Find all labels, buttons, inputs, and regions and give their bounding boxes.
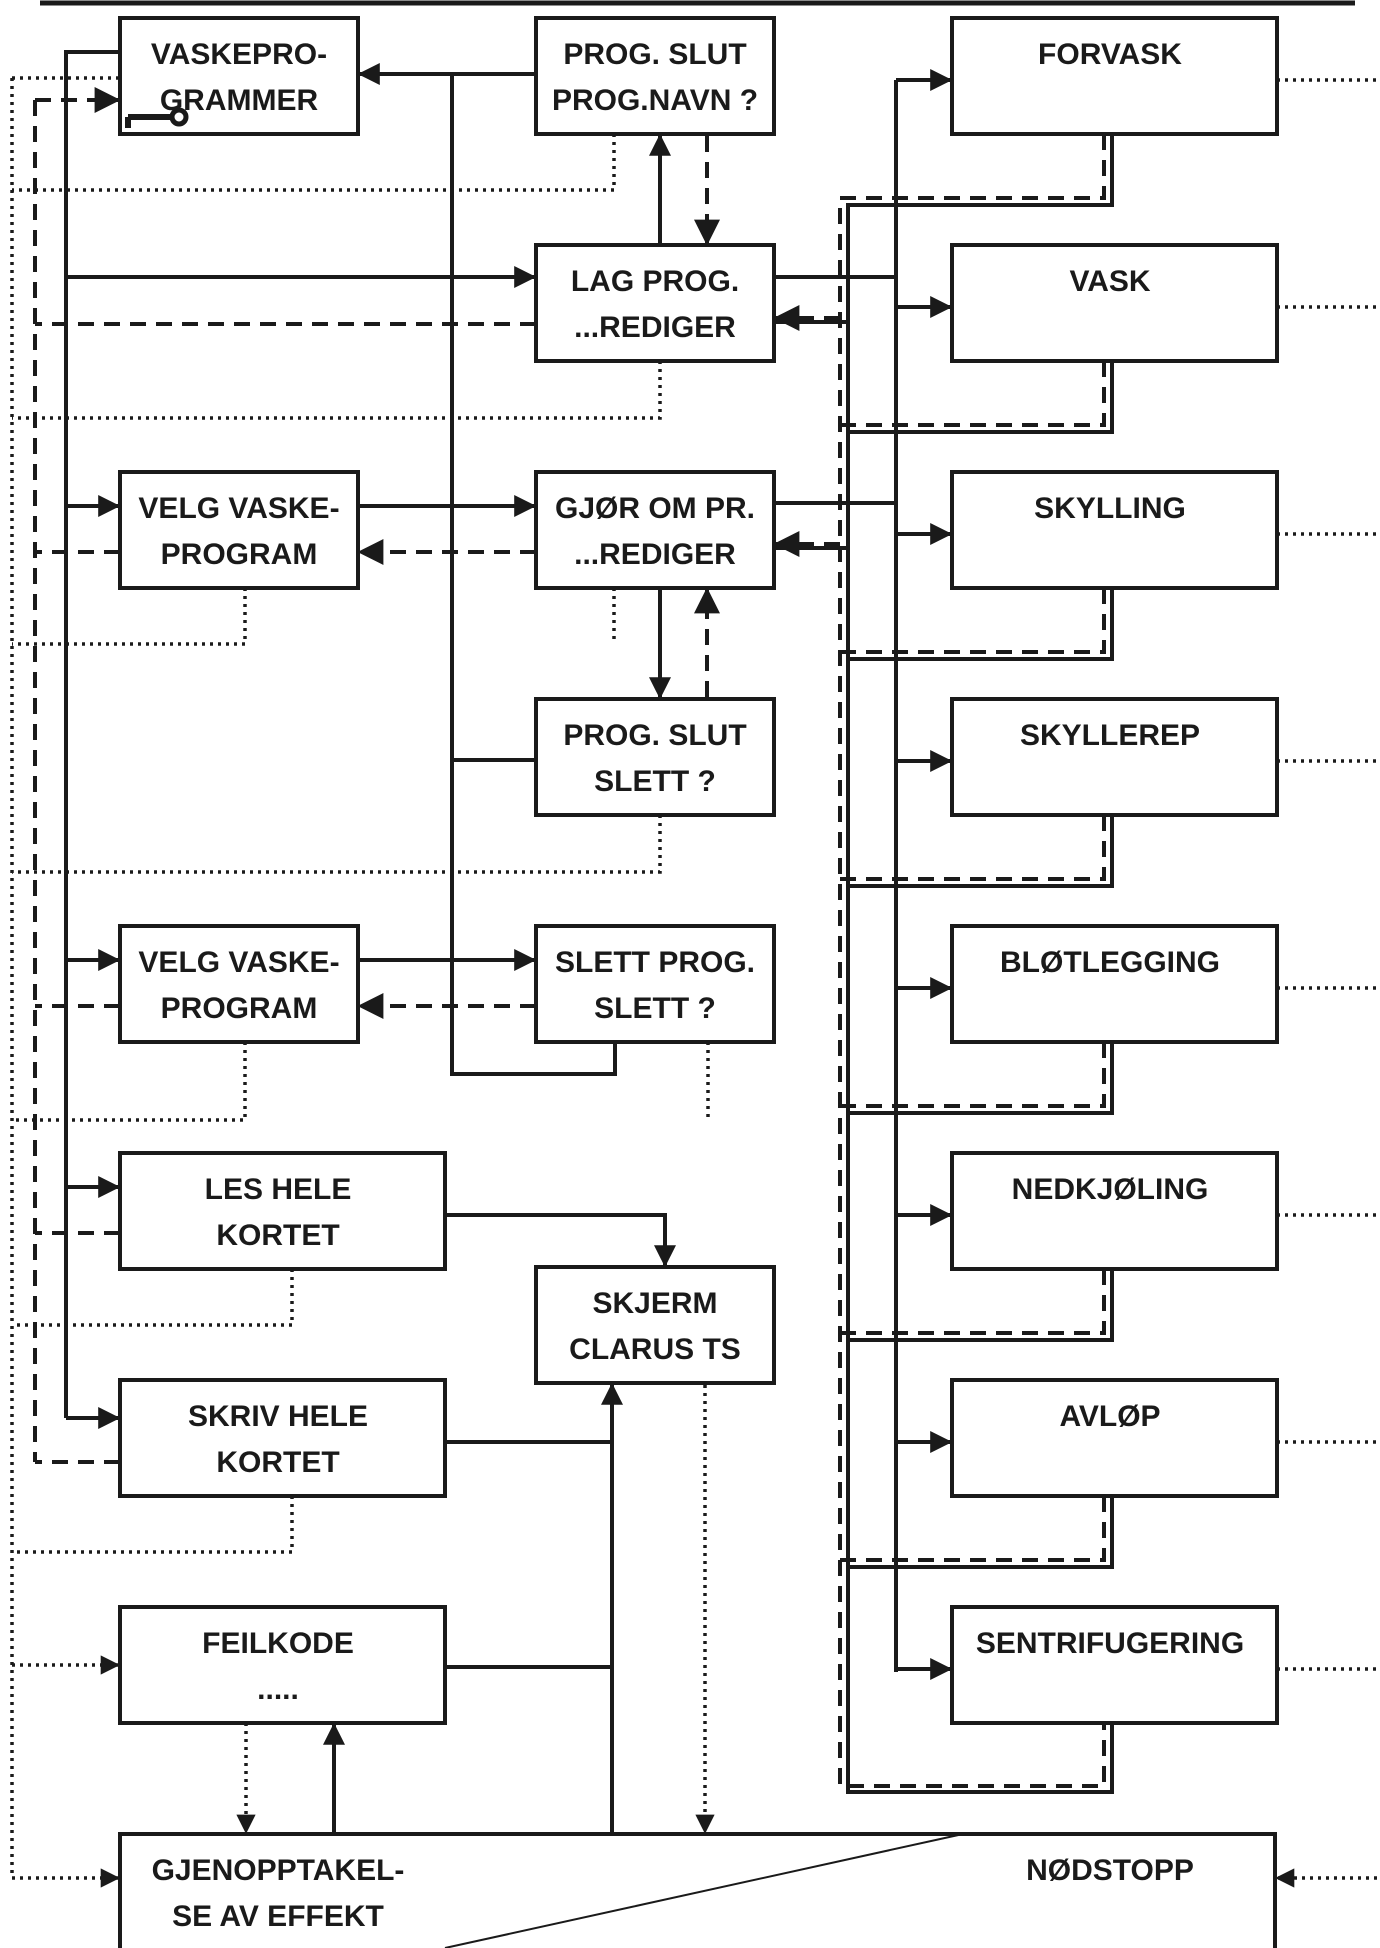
- box-les-hele-kortet: LES HELE KORTET: [118, 1151, 447, 1271]
- box-sentrifugering: SENTRIFUGERING: [950, 1605, 1279, 1725]
- box-forvask: FORVASK: [950, 16, 1279, 136]
- solid-connectors: [64, 50, 1114, 1834]
- box-velg-vaskeprogram-1: VELG VASKE- PROGRAM: [118, 470, 360, 590]
- box-label: AVLØP: [1059, 1400, 1160, 1433]
- box-label: NEDKJØLING: [1012, 1173, 1209, 1206]
- box-gjor-om: GJØR OM PR. ...REDIGER: [534, 470, 776, 590]
- box-label-line2: SLETT ?: [594, 992, 716, 1025]
- box-label-line2: ...REDIGER: [574, 311, 736, 344]
- box-label-line2: SE AV EFFEKT: [172, 1900, 384, 1933]
- box-label-line1: GJENOPPTAKEL-: [152, 1854, 405, 1887]
- dashed-connectors: [33, 87, 1106, 1788]
- box-label-line2: ...REDIGER: [574, 538, 736, 571]
- box-lag-prog: LAG PROG. ...REDIGER: [534, 243, 776, 363]
- box-label-line2: PROGRAM: [161, 538, 318, 571]
- box-label: FORVASK: [1038, 38, 1182, 71]
- box-label-line2: CLARUS TS: [569, 1333, 741, 1366]
- box-skriv-hele-kortet: SKRIV HELE KORTET: [118, 1378, 447, 1498]
- box-label-line1: VELG VASKE-: [138, 946, 339, 979]
- box-vask: VASK: [950, 243, 1279, 363]
- box-skyllerep: SKYLLEREP: [950, 697, 1279, 817]
- box-label-line1: SKJERM: [592, 1287, 717, 1320]
- box-label-line1: PROG. SLUT: [563, 719, 746, 752]
- box-label-line1: FEILKODE: [202, 1627, 354, 1660]
- box-label: SKYLLEREP: [1020, 719, 1200, 752]
- box-vaskeprogrammer: VASKEPRO- GRAMMER: [118, 16, 360, 136]
- box-label-line2: .....: [257, 1673, 299, 1706]
- box-label-line2: SLETT ?: [594, 765, 716, 798]
- box-prog-slut-slett: PROG. SLUT SLETT ?: [534, 697, 776, 817]
- box-label-line2: PROGRAM: [161, 992, 318, 1025]
- box-velg-vaskeprogram-2: VELG VASKE- PROGRAM: [118, 924, 360, 1044]
- key-icon: [125, 107, 189, 128]
- box-skylling: SKYLLING: [950, 470, 1279, 590]
- box-feilkode: FEILKODE .....: [118, 1605, 447, 1725]
- box-avlop: AVLØP: [950, 1378, 1279, 1498]
- dotted-connectors: [10, 76, 1377, 1888]
- box-skjerm-clarus: SKJERM CLARUS TS: [534, 1265, 776, 1385]
- box-label-line2: KORTET: [216, 1446, 339, 1479]
- box-label-line1: PROG. SLUT: [563, 38, 746, 71]
- box-label: VASK: [1069, 265, 1150, 298]
- box-label: SENTRIFUGERING: [976, 1627, 1244, 1660]
- box-blotlegging: BLØTLEGGING: [950, 924, 1279, 1044]
- box-label-line2: KORTET: [216, 1219, 339, 1252]
- box-label-line1: SKRIV HELE: [188, 1400, 368, 1433]
- box-nedkjoling: NEDKJØLING: [950, 1151, 1279, 1271]
- box-label-line1: LAG PROG.: [571, 265, 739, 298]
- nodstopp-label: NØDSTOPP: [1026, 1854, 1194, 1887]
- box-label-line1: LES HELE: [205, 1173, 352, 1206]
- box-label-line1: VASKEPRO-: [151, 38, 327, 71]
- box-label-line1: VELG VASKE-: [138, 492, 339, 525]
- box-label-line2: PROG.NAVN ?: [552, 84, 758, 117]
- box-slett-prog: SLETT PROG. SLETT ?: [534, 924, 776, 1044]
- box-label-line1: GJØR OM PR.: [555, 492, 755, 525]
- box-label-line1: SLETT PROG.: [555, 946, 755, 979]
- box-label: SKYLLING: [1034, 492, 1186, 525]
- box-prog-slut-navn: PROG. SLUT PROG.NAVN ?: [534, 16, 776, 136]
- box-label: BLØTLEGGING: [1000, 946, 1220, 979]
- box-gjenopptakelse-nodstopp: GJENOPPTAKEL- SE AV EFFEKT NØDSTOPP: [118, 1832, 1277, 1948]
